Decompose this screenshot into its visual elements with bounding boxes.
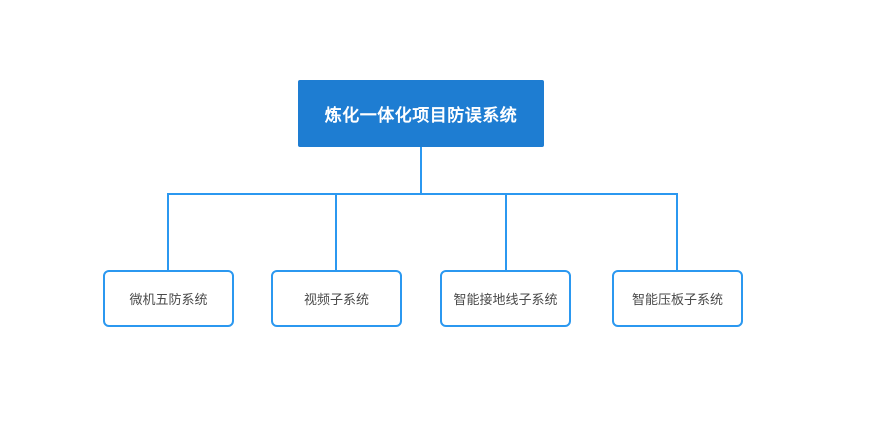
child-node-label: 视频子系统 <box>303 292 369 307</box>
child-node-label: 智能接地线子系统 <box>453 292 558 307</box>
root-node-label: 炼化一体化项目防误系统 <box>324 106 518 125</box>
child-node-pressure-plate-subsystem[interactable]: 智能压板子系统 <box>612 270 743 327</box>
child-node-video-subsystem[interactable]: 视频子系统 <box>271 270 402 327</box>
child-node-grounding-wire-subsystem[interactable]: 智能接地线子系统 <box>440 270 571 327</box>
child-node-label: 智能压板子系统 <box>631 292 723 307</box>
root-node-anti-error-system[interactable]: 炼化一体化项目防误系统 <box>298 80 544 147</box>
child-node-label: 微机五防系统 <box>129 292 208 307</box>
child-node-wuji-wufang-system[interactable]: 微机五防系统 <box>103 270 234 327</box>
